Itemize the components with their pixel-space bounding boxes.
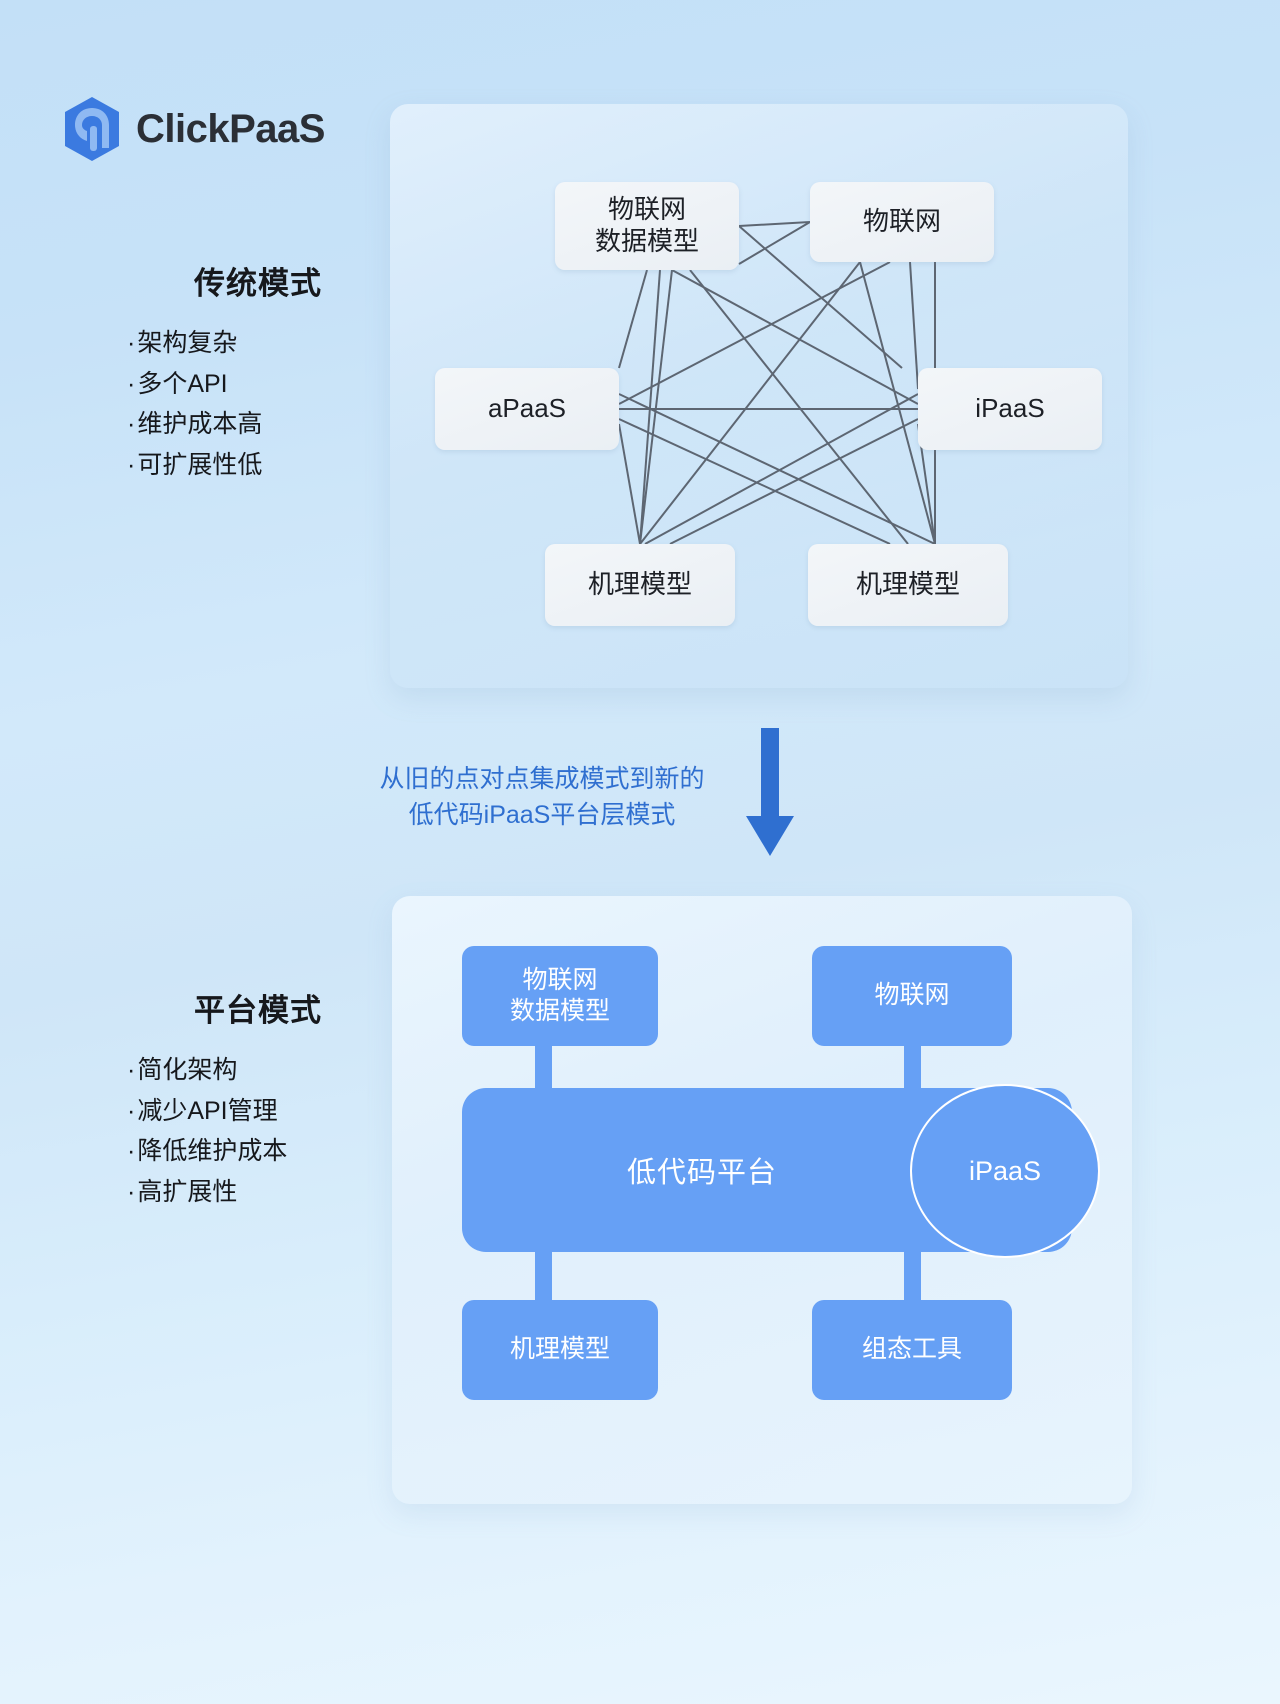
- list-item-label: 可扩展性低: [137, 450, 263, 479]
- list-item: ·减少API管理: [127, 1091, 405, 1132]
- list-item: ·架构复杂: [127, 323, 405, 364]
- platform-title: 平台模式: [194, 993, 322, 1028]
- down-arrow-icon: [746, 728, 794, 856]
- platform-node-low-code-platform-label: 低代码平台: [626, 1157, 777, 1189]
- bullet-mark: ·: [127, 1137, 136, 1165]
- list-item-label: 降低维护成本: [137, 1137, 288, 1165]
- traditional-diagram-panel: 物联网 数据模型 物联网 aPaaS iPaaS 机理模型 机理模型: [390, 104, 1128, 688]
- platform-node-iot-data-model-line2: 数据模型: [509, 997, 610, 1025]
- hexagon-logo-icon: [65, 97, 119, 161]
- traditional-mode-summary: 传统模式 ·架构复杂 ·多个API ·维护成本高 ·可扩展性低: [105, 258, 405, 485]
- connector-iot-to-platform: [904, 1042, 921, 1092]
- list-item: ·简化架构: [127, 1050, 405, 1091]
- list-item: ·降低维护成本: [127, 1131, 405, 1172]
- platform-node-iot: 物联网: [812, 946, 1012, 1046]
- platform-bullet-list: ·简化架构 ·减少API管理 ·降低维护成本 ·高扩展性: [105, 1050, 405, 1212]
- brand-logo: ClickPaaS: [62, 96, 325, 162]
- transition-caption: 从旧的点对点集成模式到新的 低代码iPaaS平台层模式: [352, 762, 732, 833]
- traditional-bullet-list: ·架构复杂 ·多个API ·维护成本高 ·可扩展性低: [105, 323, 405, 485]
- connector-platform-to-mechanism: [535, 1248, 552, 1304]
- transition-caption-line1: 从旧的点对点集成模式到新的: [379, 765, 705, 793]
- traditional-title: 传统模式: [194, 266, 322, 301]
- list-item-label: 高扩展性: [137, 1177, 238, 1206]
- traditional-node-iot-data-model: 物联网 数据模型: [555, 182, 739, 270]
- list-item-label: 维护成本高: [137, 410, 263, 438]
- platform-node-ipaas: iPaaS: [910, 1084, 1100, 1258]
- list-item: ·维护成本高: [127, 404, 405, 445]
- traditional-node-iot-data-model-line2: 数据模型: [594, 226, 699, 256]
- traditional-node-iot-data-model-line1: 物联网: [607, 194, 686, 225]
- platform-node-config-tool: 组态工具: [812, 1300, 1012, 1400]
- list-item-label: 减少API管理: [137, 1096, 278, 1125]
- connector-iot-data-model-to-platform: [535, 1042, 552, 1092]
- list-item-label: 简化架构: [137, 1056, 238, 1084]
- platform-diagram-panel: 物联网 数据模型 物联网 低代码平台 iPaaS 机理模型 组态工具: [392, 896, 1132, 1504]
- bullet-mark: ·: [127, 369, 136, 398]
- bullet-mark: ·: [127, 329, 136, 357]
- bullet-mark: ·: [127, 1177, 136, 1206]
- bullet-mark: ·: [127, 410, 136, 438]
- brand-name: ClickPaaS: [136, 107, 325, 151]
- connector-platform-to-config-tool: [904, 1248, 921, 1304]
- transition-caption-line2: 低代码iPaaS平台层模式: [408, 800, 676, 829]
- point-to-point-connection-lines: [618, 221, 936, 545]
- platform-mode-summary: 平台模式 ·简化架构 ·减少API管理 ·降低维护成本 ·高扩展性: [105, 985, 405, 1212]
- traditional-node-iot: 物联网: [810, 182, 994, 262]
- traditional-node-ipaas: iPaaS: [918, 368, 1102, 450]
- platform-node-iot-data-model: 物联网 数据模型: [462, 946, 658, 1046]
- list-item: ·多个API: [127, 364, 405, 405]
- list-item: ·高扩展性: [127, 1172, 405, 1213]
- traditional-node-apaas: aPaaS: [435, 368, 619, 450]
- bullet-mark: ·: [127, 1056, 136, 1084]
- platform-node-mechanism: 机理模型: [462, 1300, 658, 1400]
- list-item-label: 多个API: [137, 369, 228, 398]
- bullet-mark: ·: [127, 450, 136, 479]
- list-item: ·可扩展性低: [127, 445, 405, 486]
- bullet-mark: ·: [127, 1096, 136, 1125]
- list-item-label: 架构复杂: [137, 329, 238, 357]
- platform-node-iot-data-model-line1: 物联网: [522, 965, 598, 994]
- traditional-node-mechanism-left: 机理模型: [545, 544, 735, 626]
- traditional-node-mechanism-right: 机理模型: [808, 544, 1008, 626]
